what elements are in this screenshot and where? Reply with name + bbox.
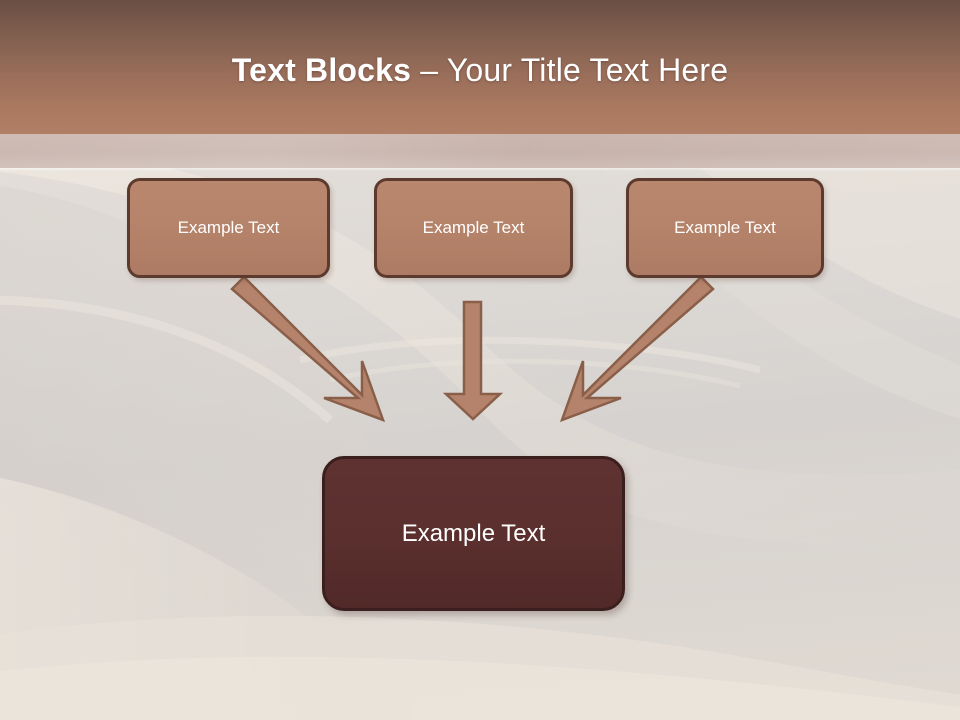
text-block-1[interactable]: Example Text <box>127 178 330 278</box>
page-title: Text Blocks – Your Title Text Here <box>0 50 960 90</box>
text-block-2-label: Example Text <box>422 218 525 237</box>
header-strip-sheen <box>0 134 960 168</box>
text-block-1-label: Example Text <box>177 218 280 237</box>
header-band <box>0 0 960 134</box>
text-block-result-label: Example Text <box>401 519 546 547</box>
page-title-regular: – Your Title Text Here <box>420 52 729 88</box>
text-block-2[interactable]: Example Text <box>374 178 573 278</box>
header-underline <box>0 168 960 171</box>
text-block-3-label: Example Text <box>674 218 776 237</box>
text-block-3[interactable]: Example Text <box>626 178 824 278</box>
text-block-result[interactable]: Example Text <box>322 456 625 611</box>
header-accent-strip <box>0 134 960 168</box>
page-title-bold: Text Blocks <box>231 52 421 88</box>
